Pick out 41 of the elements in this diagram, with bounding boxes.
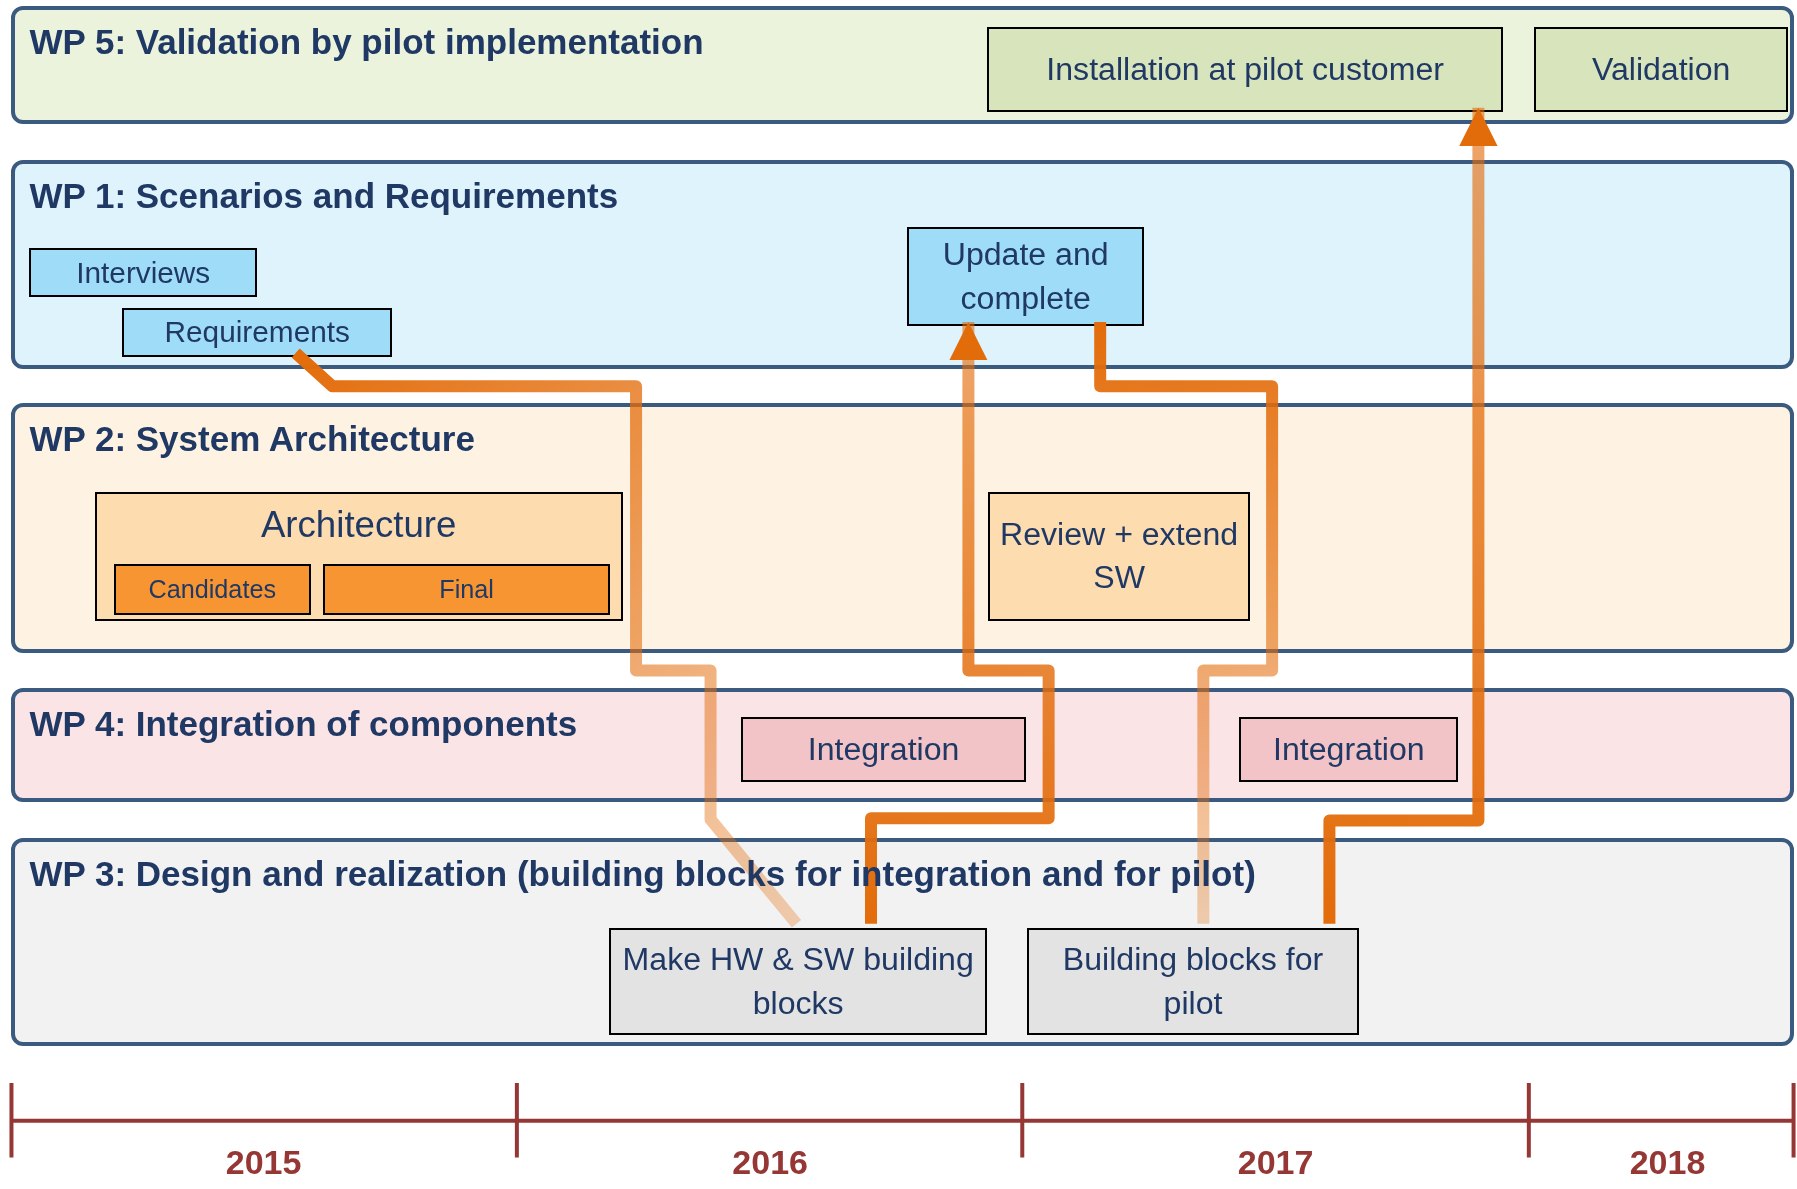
task-box	[988, 492, 1250, 621]
task-label: Integration	[806, 729, 961, 769]
task-label: Interviews	[75, 254, 212, 291]
year-label: 2017	[1237, 1142, 1314, 1182]
task-label: Update and complete	[941, 235, 1110, 318]
work-package-title: WP 5: Validation by pilot implementation	[29, 21, 704, 62]
work-package-band	[11, 403, 1794, 654]
work-package-band	[11, 687, 1794, 803]
work-package-title: WP 1: Scenarios and Requirements	[29, 176, 619, 217]
task-box	[740, 716, 1027, 783]
work-package-band	[11, 837, 1794, 1047]
task-label: Requirements	[163, 314, 351, 351]
work-package-title: WP 4: Integration of components	[29, 703, 578, 744]
task-label: Review + extend SW	[999, 515, 1240, 598]
task-box	[29, 248, 258, 298]
task-label: Validation	[1590, 49, 1732, 89]
arrow	[865, 322, 1055, 924]
task-label: Make HW & SW building blocks	[621, 940, 975, 1023]
task-group-title: Architecture	[259, 504, 458, 547]
task-box	[122, 307, 393, 357]
task-box	[113, 564, 311, 615]
task-label: Installation at pilot customer	[1045, 49, 1445, 89]
task-label: Final	[438, 574, 495, 606]
task-box	[609, 927, 988, 1036]
work-package-band	[11, 160, 1794, 369]
task-box	[1533, 26, 1789, 112]
task-box	[1027, 927, 1359, 1036]
task-label: Integration	[1272, 729, 1426, 769]
year-label: 2018	[1629, 1142, 1706, 1182]
task-label: Building blocks for pilot	[1061, 940, 1325, 1023]
arrow	[1323, 107, 1498, 924]
task-box	[1239, 716, 1459, 783]
task-box	[323, 564, 610, 615]
task-group-box	[94, 492, 623, 621]
task-label: Candidates	[147, 574, 277, 606]
year-label: 2015	[225, 1142, 302, 1182]
year-label: 2016	[732, 1142, 808, 1182]
work-package-title: WP 2: System Architecture	[29, 419, 475, 460]
task-box	[987, 26, 1503, 112]
work-package-band	[11, 5, 1794, 124]
task-box	[907, 227, 1145, 326]
